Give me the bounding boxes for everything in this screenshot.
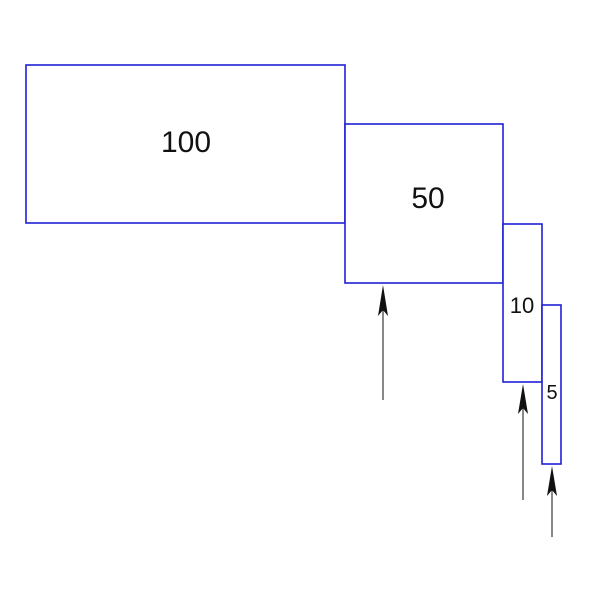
box-5-label: 5 [546,382,557,404]
box-50-label: 50 [411,182,444,215]
up-arrow-icon [547,466,557,537]
up-arrow-icon [518,384,528,500]
box-5 [541,304,562,465]
box-10-label: 10 [510,293,534,318]
box-50 [344,123,504,284]
up-arrow-icon [378,285,388,400]
box-100-label: 100 [161,126,211,159]
box-100 [25,64,346,224]
box-10 [502,223,543,383]
